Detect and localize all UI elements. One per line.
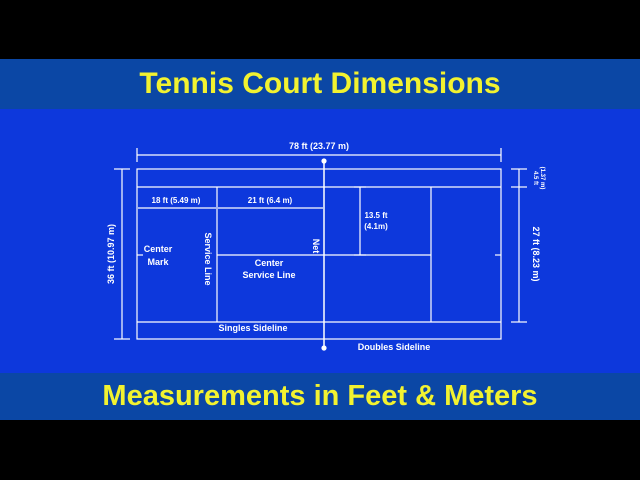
court-outline [136,168,502,340]
center-mark-label-line1: Center [144,244,173,254]
page-subtitle: Measurements in Feet & Meters [102,380,538,412]
title-banner: Tennis Court Dimensions [0,59,640,109]
width-label: 36 ft (10.97 m) [106,224,116,284]
net-post-bottom [321,345,327,351]
subtitle-banner: Measurements in Feet & Meters [0,373,640,420]
net-post-top [321,158,327,164]
singles-sideline-label: Singles Sideline [218,323,287,333]
center-service-line-label-line2: Service Line [242,270,295,280]
service-box-width-label-line2: (4.1m) [364,222,388,231]
center-mark-label-line2: Mark [147,257,169,267]
net-label: Net [311,239,321,254]
doubles-sideline-label: Doubles Sideline [358,342,431,352]
baseline-to-service-label: 18 ft (5.49 m) [152,196,201,205]
court-diagram-area [0,109,640,373]
service-to-net-label: 21 ft (6.4 m) [248,196,293,205]
service-box-width-label-line1: 13.5 ft [364,211,387,220]
page-title: Tennis Court Dimensions [139,67,501,100]
service-line-label: Service Line [203,232,213,285]
alley-label-line2: (1.37 m) [539,167,545,190]
singles-width-label: 27 ft (8.23 m) [531,226,541,281]
length-label: 78 ft (23.77 m) [289,141,349,151]
alley-label-line1: 4.5 ft [532,171,538,185]
center-service-line-label-line1: Center [255,258,284,268]
